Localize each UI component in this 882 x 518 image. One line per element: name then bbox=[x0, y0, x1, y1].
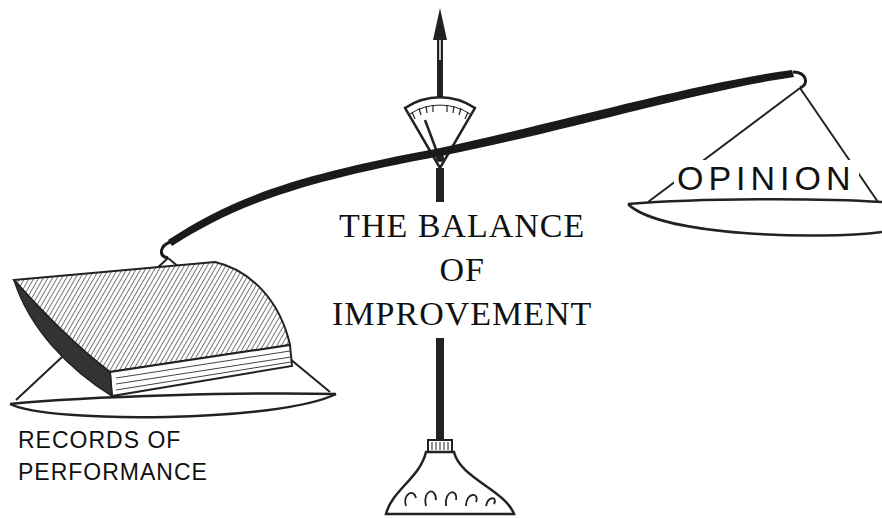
pan-caption: RECORDS OF PERFORMANCE bbox=[18, 424, 225, 488]
post bbox=[436, 338, 444, 450]
pan-label: OPINION bbox=[674, 160, 859, 197]
right-pan bbox=[628, 88, 882, 236]
left-pan bbox=[10, 258, 336, 417]
scale-title: THE BALANCE OF IMPROVEMENT bbox=[314, 204, 610, 337]
scale-base bbox=[386, 440, 514, 514]
post bbox=[436, 168, 444, 202]
